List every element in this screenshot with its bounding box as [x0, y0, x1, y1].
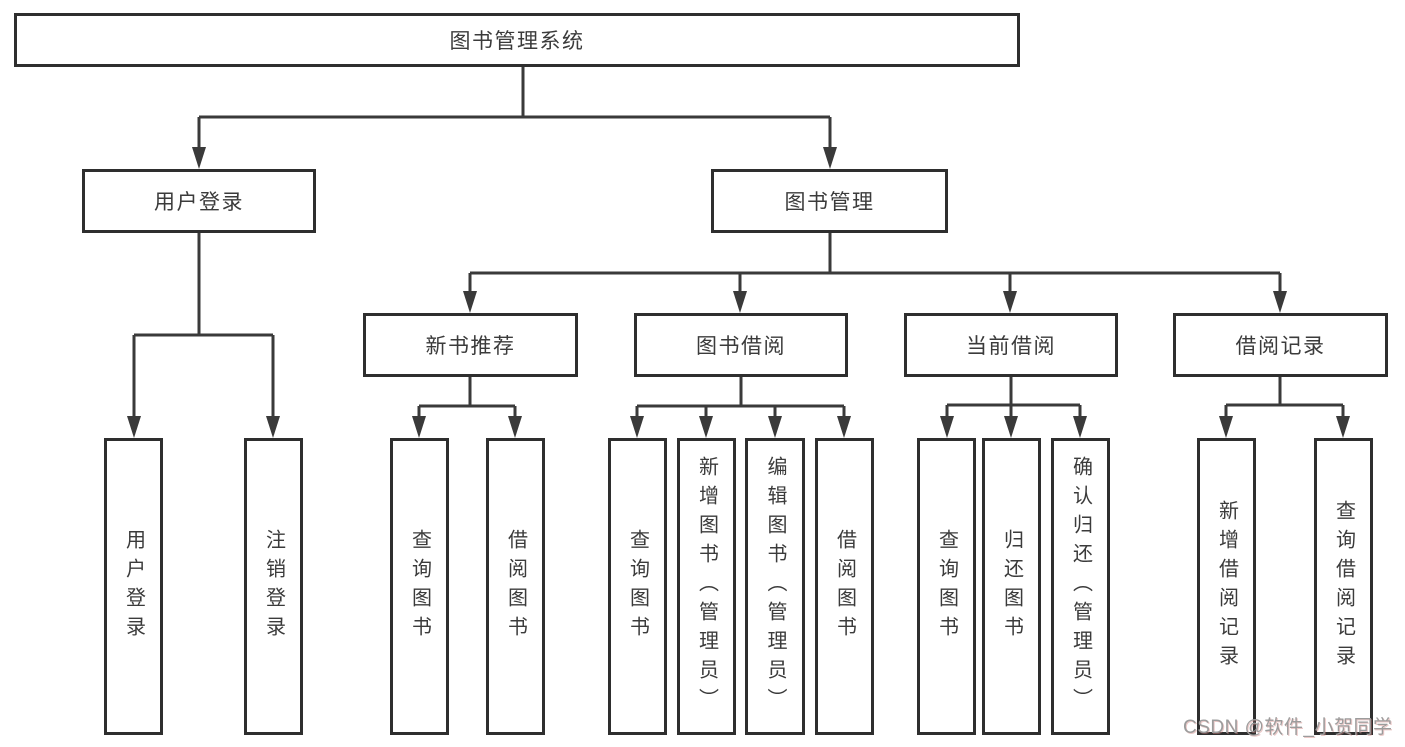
arrowheads	[127, 147, 1350, 438]
node-label: 借阅记录	[1235, 335, 1326, 358]
node-book-management: 图书管理	[711, 169, 948, 233]
leaf-return-books: 归还图书	[982, 438, 1041, 735]
node-label: 借阅图书	[833, 528, 856, 645]
node-label: 确认归还（管理员）	[1069, 456, 1092, 717]
watermark: CSDN @软件_小贺同学	[1183, 717, 1393, 738]
node-label: 新增图书（管理员）	[695, 456, 718, 717]
node-label: 新增借阅记录	[1215, 499, 1238, 674]
node-label: 用户登录	[122, 528, 145, 645]
node-label: 查询借阅记录	[1332, 499, 1355, 674]
node-label: 图书借阅	[696, 335, 786, 358]
leaf-query-borrow-record: 查询借阅记录	[1314, 438, 1373, 735]
leaf-query-books-recommend: 查询图书	[390, 438, 449, 735]
leaf-user-login: 用户登录	[104, 438, 163, 735]
leaf-borrow-books: 借阅图书	[815, 438, 874, 735]
node-label: 用户登录	[154, 191, 244, 214]
node-book-borrow: 图书借阅	[634, 313, 848, 377]
node-current-borrow: 当前借阅	[904, 313, 1118, 377]
node-borrow-records: 借阅记录	[1173, 313, 1388, 377]
node-label: 查询图书	[408, 528, 431, 645]
node-label: 借阅图书	[504, 528, 527, 645]
leaf-query-books-current: 查询图书	[917, 438, 976, 735]
node-new-book-recommend: 新书推荐	[363, 313, 578, 377]
leaf-confirm-return-admin: 确认归还（管理员）	[1051, 438, 1110, 735]
node-label: 查询图书	[935, 528, 958, 645]
node-label: 图书管理系统	[449, 30, 585, 53]
leaf-edit-books-admin: 编辑图书（管理员）	[745, 438, 805, 735]
node-user-login: 用户登录	[82, 169, 316, 233]
node-label: 图书管理	[784, 191, 875, 214]
leaf-borrow-books-recommend: 借阅图书	[486, 438, 545, 735]
leaf-add-borrow-record: 新增借阅记录	[1197, 438, 1256, 735]
node-label: 新书推荐	[425, 335, 516, 358]
node-root: 图书管理系统	[14, 13, 1020, 67]
node-label: 查询图书	[626, 528, 649, 645]
node-label: 归还图书	[1000, 528, 1023, 645]
leaf-query-books-borrow: 查询图书	[608, 438, 667, 735]
node-label: 当前借阅	[966, 335, 1056, 358]
node-label: 编辑图书（管理员）	[764, 456, 786, 717]
leaf-logout: 注销登录	[244, 438, 303, 735]
leaf-add-books-admin: 新增图书（管理员）	[677, 438, 736, 735]
node-label: 注销登录	[262, 528, 285, 645]
